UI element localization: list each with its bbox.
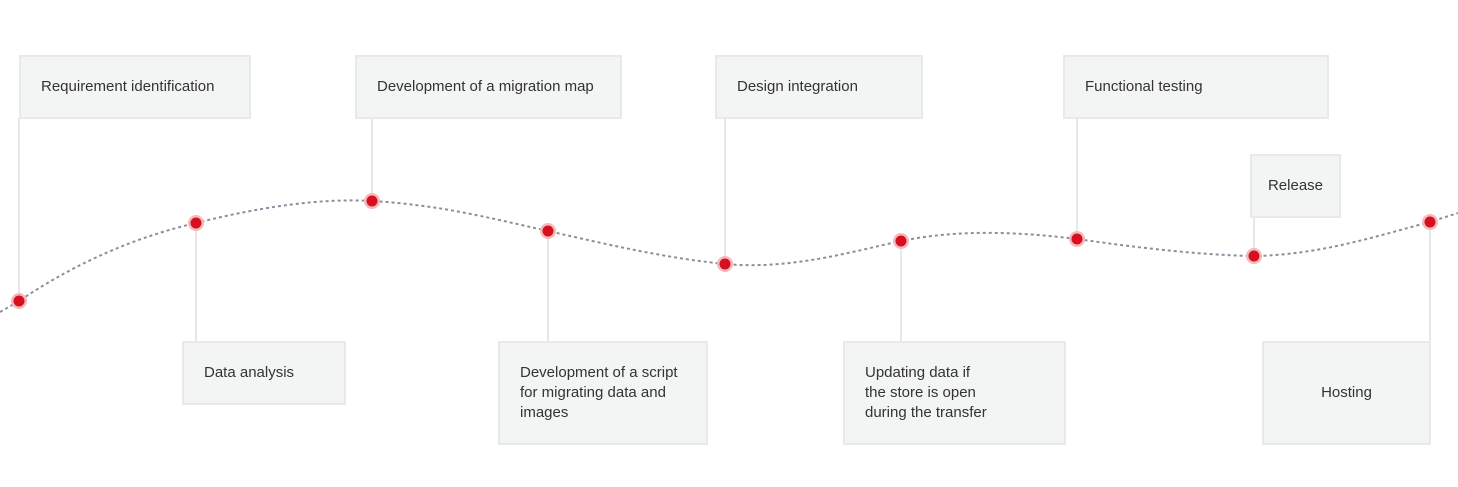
step-updating-data[interactable]: Updating data if the store is open durin… — [843, 341, 1066, 445]
step-label: Development of a migration map — [377, 78, 594, 95]
step-label: Data analysis — [204, 364, 295, 381]
step-data-analysis[interactable]: Data analysis — [182, 341, 346, 405]
timeline-nodes — [11, 193, 1438, 309]
step-label: Development of a script for migrating da… — [520, 364, 678, 421]
timeline-node[interactable] — [1069, 231, 1085, 247]
timeline-node[interactable] — [1422, 214, 1438, 230]
step-migration-script[interactable]: Development of a script for migrating da… — [498, 341, 708, 445]
step-label: Updating data if the store is open durin… — [865, 364, 987, 421]
connector-migration-map — [371, 118, 373, 193]
timeline-node[interactable] — [717, 256, 733, 272]
step-label: Release — [1267, 177, 1324, 194]
connector-updating-data — [900, 249, 902, 342]
connector-design-integration — [724, 118, 726, 256]
timeline-node[interactable] — [540, 223, 556, 239]
connector-release — [1253, 217, 1255, 248]
timeline-node[interactable] — [11, 293, 27, 309]
timeline-node[interactable] — [1246, 248, 1262, 264]
timeline-node[interactable] — [893, 233, 909, 249]
connector-functional-testing — [1076, 118, 1078, 231]
step-label: Requirement identification — [41, 78, 215, 95]
step-hosting[interactable]: Hosting — [1262, 341, 1431, 445]
step-release[interactable]: Release — [1250, 154, 1341, 218]
step-label: Hosting — [1321, 384, 1372, 401]
step-functional-testing[interactable]: Functional testing — [1063, 55, 1329, 119]
connector-hosting — [1429, 230, 1431, 342]
step-label: Design integration — [737, 78, 858, 95]
step-migration-map[interactable]: Development of a migration map — [355, 55, 622, 119]
step-design-integration[interactable]: Design integration — [715, 55, 923, 119]
step-label: Functional testing — [1085, 78, 1203, 95]
timeline-curve — [0, 199, 1458, 313]
connector-requirement-identification — [18, 118, 20, 293]
timeline-node[interactable] — [364, 193, 380, 209]
connector-data-analysis — [195, 231, 197, 342]
step-requirement-identification[interactable]: Requirement identification — [19, 55, 251, 119]
connector-migration-script — [547, 239, 549, 342]
timeline-node[interactable] — [188, 215, 204, 231]
